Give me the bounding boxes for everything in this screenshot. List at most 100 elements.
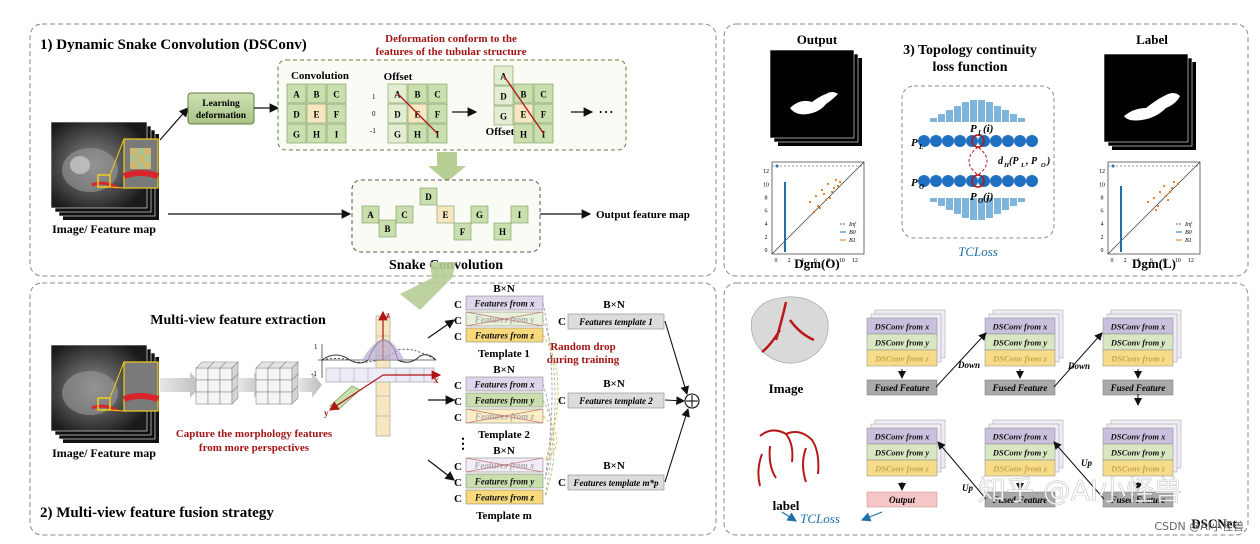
po-sub: O <box>919 183 924 191</box>
fused-box <box>984 491 1056 508</box>
conv-cell-letter: B <box>313 90 319 100</box>
fused-text: Fused Feature <box>1110 495 1166 505</box>
c-label: C <box>558 477 566 489</box>
panel-topology <box>723 23 1249 277</box>
conv-cell <box>286 103 307 124</box>
dgm-xtick: 2 <box>1124 258 1127 264</box>
dgm-xtick: 4 <box>1137 258 1140 264</box>
offset-tick-m1: -1 <box>370 127 376 135</box>
bxn-label: B×N <box>493 283 515 295</box>
pl-point <box>1026 135 1038 147</box>
dgm-ytick: 12 <box>763 169 769 175</box>
offset-cell-letter: I <box>436 130 440 140</box>
dgm-xtick: 2 <box>788 258 791 264</box>
offset-cell <box>493 85 514 106</box>
po-point <box>942 175 954 187</box>
bxn-label: B×N <box>603 460 625 472</box>
dgm-xtick: 4 <box>801 258 804 264</box>
dscnet-label: DSCNet <box>1191 516 1237 531</box>
snake-cell-letter: E <box>442 210 448 220</box>
c-label: C <box>558 395 566 407</box>
capture-1: Capture the morphology features <box>176 428 333 440</box>
dgm-legend-text: Inf <box>848 221 857 228</box>
fused-text: Fused Feature <box>992 383 1048 393</box>
learning-label-2: deformation <box>196 111 247 121</box>
offset-tick-0: 0 <box>372 110 376 118</box>
dsconv-row <box>984 349 1056 367</box>
offset-cell <box>387 123 408 144</box>
dgm-b1-point <box>820 188 824 192</box>
arrow-to-learning <box>159 107 189 141</box>
dgm-legend-text: B1 <box>1185 238 1192 244</box>
cube-face-cell <box>195 379 209 393</box>
down-2: Down <box>1067 361 1090 371</box>
dgm-b1-point <box>1166 198 1170 202</box>
cube-face-cell <box>207 379 221 393</box>
feature-text: Features from z <box>474 412 535 422</box>
multiview-axes <box>318 310 442 437</box>
bxn-label: B×N <box>603 299 625 311</box>
dgm-ytick: 2 <box>1101 235 1104 241</box>
c-label: C <box>454 396 462 408</box>
conv-cell <box>306 83 327 104</box>
network-arrows <box>898 332 1142 500</box>
watermark: 知乎 @AI小怪兽 <box>978 474 1182 507</box>
dist-arg-sub1: L <box>1020 162 1025 169</box>
c-label: C <box>558 316 566 328</box>
offset-cell <box>427 83 448 104</box>
vertical-dots: ⋮ <box>456 437 470 452</box>
label-vessel <box>757 429 820 487</box>
snake-cell <box>453 222 472 241</box>
axis-y: y <box>324 408 329 418</box>
feature-bar <box>465 473 544 489</box>
cube-face-cell <box>267 391 281 405</box>
dgm-b1-point <box>1164 194 1168 198</box>
dsconv-row <box>984 459 1056 477</box>
offset-cell-letter: I <box>542 130 546 140</box>
dgm-b1-point <box>1168 190 1172 194</box>
cube-face-cell <box>267 379 281 393</box>
panel-network <box>723 282 1249 536</box>
bottom-histogram-bar <box>938 198 945 206</box>
cube-side-cell <box>231 385 239 405</box>
dgm-b1-point <box>1154 208 1158 212</box>
dgm-ytick: 0 <box>1101 248 1104 254</box>
net-tcloss: TCLoss <box>800 511 840 526</box>
c-label: C <box>454 412 462 424</box>
offset-label-1: Offset <box>384 71 413 83</box>
dgm-b1-point <box>826 182 830 186</box>
dgm-xtick: 0 <box>1111 258 1114 264</box>
po-point <box>930 175 942 187</box>
bxn-label: B×N <box>493 445 515 457</box>
dsconv-text: DSConv from x <box>874 432 931 442</box>
dgm-ytick: 8 <box>1101 195 1104 201</box>
offset-cell-letter: H <box>520 130 527 140</box>
c-label: C <box>454 477 462 489</box>
dgm-b1-point <box>1170 186 1174 190</box>
offset-cell-letter: G <box>500 112 507 122</box>
po-point <box>918 175 930 187</box>
dgm-b1-point <box>1162 184 1166 188</box>
feature-bar <box>465 489 544 505</box>
po-point <box>1002 175 1014 187</box>
top-histogram-bar <box>962 102 969 122</box>
dgm-xtick: 0 <box>775 258 778 264</box>
dgm-ytick: 10 <box>763 182 769 188</box>
dsconv-text: DSConv from x <box>874 322 931 332</box>
pli-arg: (i) <box>983 123 993 135</box>
bottom-histogram-bar <box>962 198 969 218</box>
net-label-label: label <box>773 498 800 513</box>
snake-cell <box>470 205 489 224</box>
pl-label: P <box>911 137 918 149</box>
feature-template-text: Features template m*p <box>573 478 659 488</box>
snake-cell <box>395 205 414 224</box>
snake-cell-letter: G <box>476 210 483 220</box>
conv-cell <box>286 123 307 144</box>
dsconv-text: DSConv from y <box>1110 448 1166 458</box>
template-label: Template 1 <box>478 348 530 360</box>
fused-text: Fused Feature <box>1110 383 1166 393</box>
c-label: C <box>454 380 462 392</box>
